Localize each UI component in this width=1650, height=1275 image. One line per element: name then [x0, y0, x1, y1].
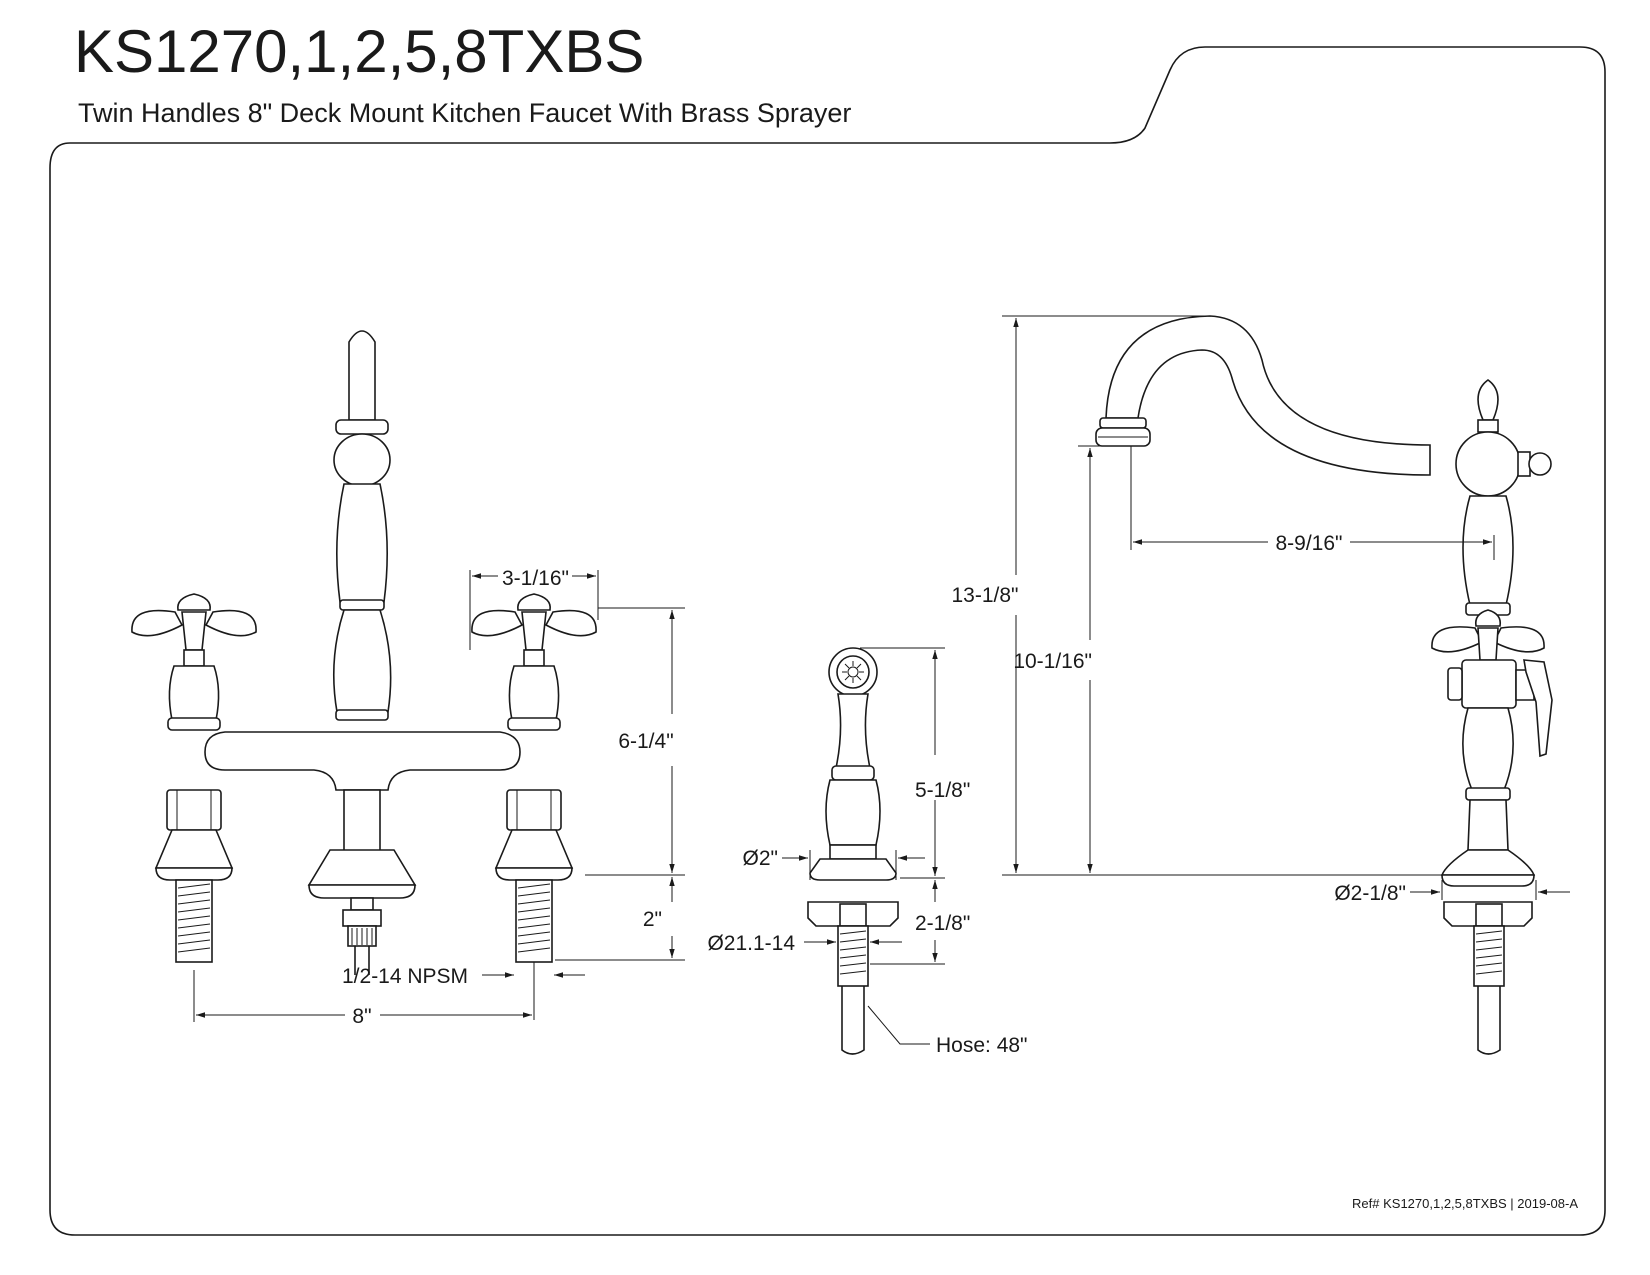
dim-side-base-diameter: Ø2-1/8" — [1334, 882, 1406, 905]
front-view-faucet — [131, 330, 597, 975]
dim-handle-height: 6-1/4" — [618, 730, 673, 753]
dim-sprayer-thread: Ø21.1-14 — [707, 932, 795, 955]
dim-thread-npsm: 1/2-14 NPSM — [342, 965, 468, 988]
drawing-reference: Ref# KS1270,1,2,5,8TXBS | 2019-08-A — [1352, 1196, 1578, 1211]
side-view-faucet — [1095, 315, 1553, 1055]
dim-spout-reach: 8-9/16" — [1276, 532, 1343, 555]
dim-spout-height: 10-1/16" — [1013, 650, 1092, 673]
product-description: Twin Handles 8" Deck Mount Kitchen Fauce… — [78, 98, 852, 128]
side-view-dimensions — [1002, 315, 1570, 900]
dim-overall-height: 13-1/8" — [952, 584, 1019, 607]
model-title: KS1270,1,2,5,8TXBS — [74, 18, 645, 85]
dim-shank-length: 2" — [643, 908, 662, 931]
sprayer-dimensions — [782, 647, 945, 1045]
dim-hose-length: Hose: 48" — [936, 1034, 1028, 1057]
sprayer-view — [807, 647, 899, 1055]
dim-sprayer-base-diameter: Ø2" — [743, 847, 778, 870]
front-view-dimensions — [193, 570, 685, 1022]
dim-sprayer-shank: 2-1/8" — [915, 912, 970, 935]
dim-handle-spread: 3-1/16" — [502, 567, 569, 590]
dim-sprayer-height: 5-1/8" — [915, 779, 970, 802]
dim-center-spacing: 8" — [352, 1005, 371, 1028]
drawing-frame — [49, 46, 1606, 1236]
